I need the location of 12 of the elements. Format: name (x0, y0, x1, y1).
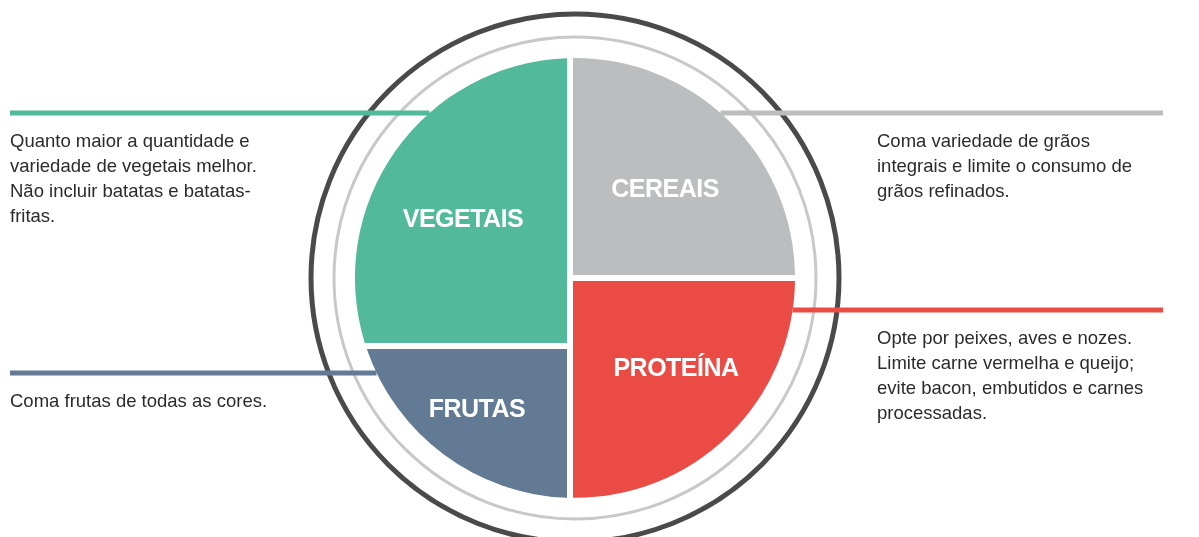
annotation-text: Coma variedade de grãos integrais e limite o consumo de grãos refinados. (877, 113, 1163, 203)
section-label: VEGETAIS (402, 203, 524, 233)
annotation-text: Opte por peixes, aves e nozes. Limite carne vermelha e queijo; evite bacon, embutidos e carnes processadas. (877, 310, 1163, 425)
annotation-text: Coma frutas de todas as cores. (10, 373, 340, 413)
leader-line (792, 307, 1163, 313)
section-label: PROTEÍNA (613, 352, 739, 382)
leader-line (10, 370, 377, 376)
section-label: CEREAIS (611, 173, 719, 203)
leader-line (10, 110, 430, 116)
leader-line (720, 110, 1163, 116)
annotation-text: Quanto maior a quantidade e variedade de vegetais melhor. Não incluir batatas e batatas-fritas. (10, 113, 302, 228)
section-label: FRUTAS (428, 393, 526, 423)
